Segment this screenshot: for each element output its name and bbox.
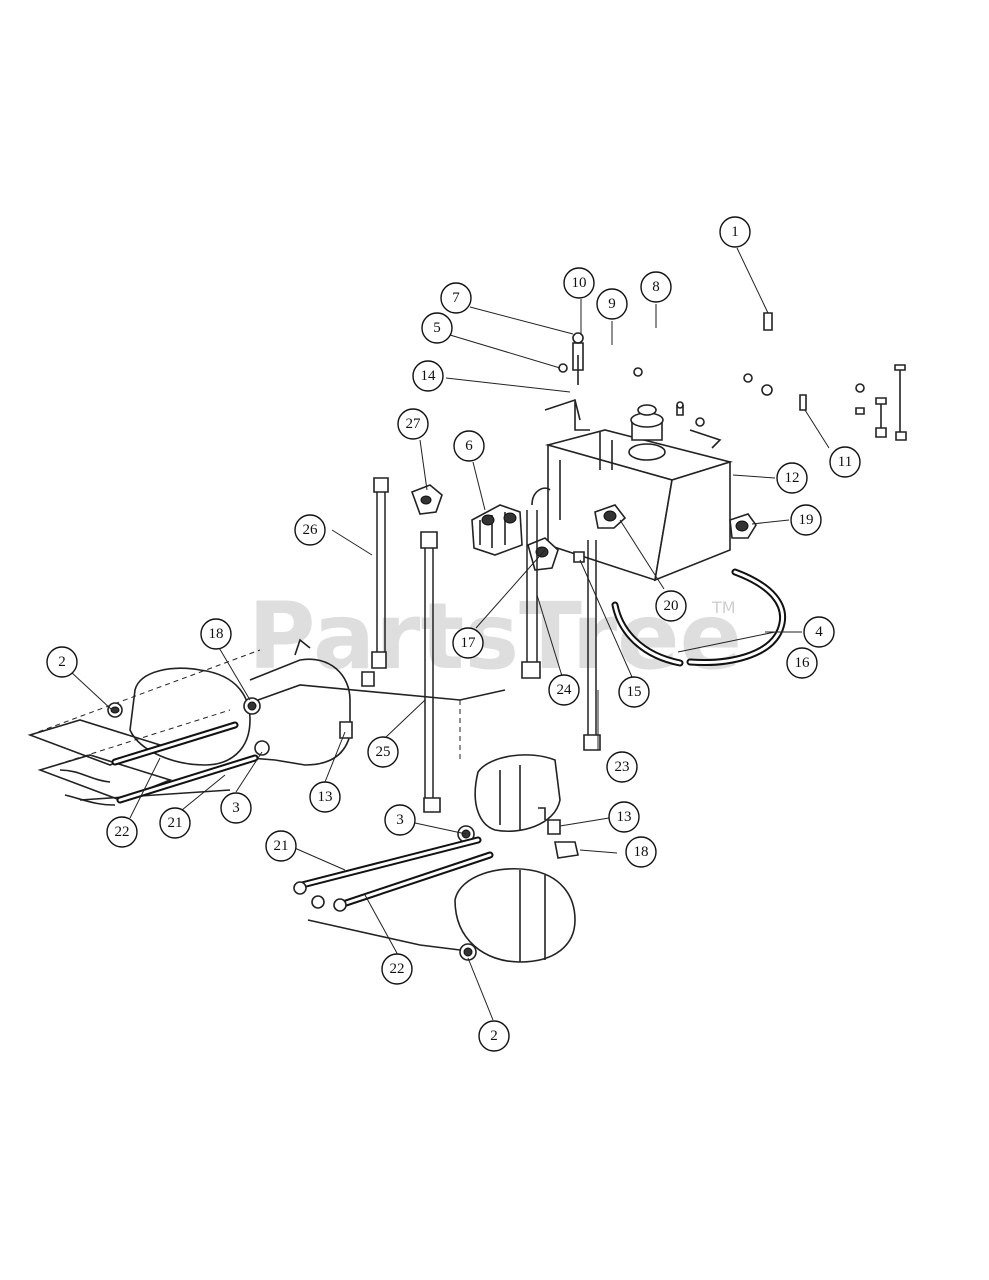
svg-text:18: 18 <box>634 844 649 860</box>
tank-fittings <box>573 504 757 563</box>
suction-hose <box>611 568 787 667</box>
callout-23: 23 <box>606 751 638 783</box>
svg-text:16: 16 <box>795 655 811 671</box>
callout-13: 13 <box>309 781 341 813</box>
callout-11: 11 <box>829 446 861 478</box>
filter-assembly <box>471 504 559 571</box>
callout-12: 12 <box>776 462 808 494</box>
callout-7: 7 <box>440 282 472 314</box>
svg-text:11: 11 <box>838 454 852 470</box>
callout-2-lower: 2 <box>478 1020 510 1052</box>
callout-17: 17 <box>452 627 484 659</box>
svg-text:10: 10 <box>572 275 587 291</box>
svg-text:15: 15 <box>627 684 642 700</box>
callout-21: 21 <box>159 807 191 839</box>
svg-text:23: 23 <box>615 759 630 775</box>
callout-13-lower: 13 <box>608 801 640 833</box>
callout-6: 6 <box>453 430 485 462</box>
watermark-trademark: TM <box>711 598 736 617</box>
svg-text:2: 2 <box>58 654 66 670</box>
callout-2: 2 <box>46 646 78 678</box>
svg-text:19: 19 <box>799 512 814 528</box>
svg-text:14: 14 <box>421 368 437 384</box>
svg-text:5: 5 <box>433 320 441 336</box>
svg-text:3: 3 <box>396 812 404 828</box>
svg-text:27: 27 <box>406 416 422 432</box>
callout-3-lower: 3 <box>384 804 416 836</box>
callout-26: 26 <box>294 514 326 546</box>
lower-pump-motor <box>257 684 579 963</box>
callout-9: 9 <box>596 288 628 320</box>
callout-19: 19 <box>790 504 822 536</box>
svg-text:21: 21 <box>168 815 183 831</box>
callout-10: 10 <box>563 267 595 299</box>
callout-14: 14 <box>412 360 444 392</box>
left-pump-motor <box>27 638 375 801</box>
callout-22: 22 <box>106 816 138 848</box>
callout-20: 20 <box>655 590 687 622</box>
svg-text:12: 12 <box>785 470 800 486</box>
lower-hoses <box>293 836 494 912</box>
callout-16: 16 <box>786 647 818 679</box>
leader-lines <box>70 247 830 1021</box>
fitting-27 <box>410 484 443 515</box>
svg-text:22: 22 <box>390 961 405 977</box>
callout-18-lower: 18 <box>625 836 657 868</box>
callout-24: 24 <box>548 674 580 706</box>
callout-21-lower: 21 <box>265 830 297 862</box>
svg-text:4: 4 <box>815 624 823 640</box>
svg-text:20: 20 <box>664 598 679 614</box>
svg-text:24: 24 <box>557 682 573 698</box>
svg-text:7: 7 <box>452 290 460 306</box>
svg-text:1: 1 <box>731 224 739 240</box>
svg-text:8: 8 <box>652 279 660 295</box>
svg-text:13: 13 <box>318 789 333 805</box>
callout-5: 5 <box>421 312 453 344</box>
svg-text:25: 25 <box>376 744 391 760</box>
svg-text:6: 6 <box>465 438 473 454</box>
callout-1: 1 <box>719 216 751 248</box>
callout-27: 27 <box>397 408 429 440</box>
svg-text:13: 13 <box>617 809 632 825</box>
callout-18: 18 <box>200 618 232 650</box>
tank-bracket <box>544 312 773 449</box>
svg-text:22: 22 <box>115 824 130 840</box>
hydraulic-tubes <box>371 477 601 813</box>
callout-4: 4 <box>803 616 835 648</box>
svg-text:3: 3 <box>232 800 240 816</box>
callout-8: 8 <box>640 271 672 303</box>
svg-text:26: 26 <box>303 522 319 538</box>
callout-22-lower: 22 <box>381 953 413 985</box>
svg-text:18: 18 <box>209 626 224 642</box>
mounting-hardware <box>799 364 907 441</box>
svg-text:17: 17 <box>461 635 477 651</box>
svg-text:2: 2 <box>490 1028 498 1044</box>
callout-15: 15 <box>618 676 650 708</box>
callout-25: 25 <box>367 736 399 768</box>
svg-text:9: 9 <box>608 296 616 312</box>
svg-text:21: 21 <box>274 838 289 854</box>
callout-3: 3 <box>220 792 252 824</box>
left-hoses <box>59 721 259 806</box>
